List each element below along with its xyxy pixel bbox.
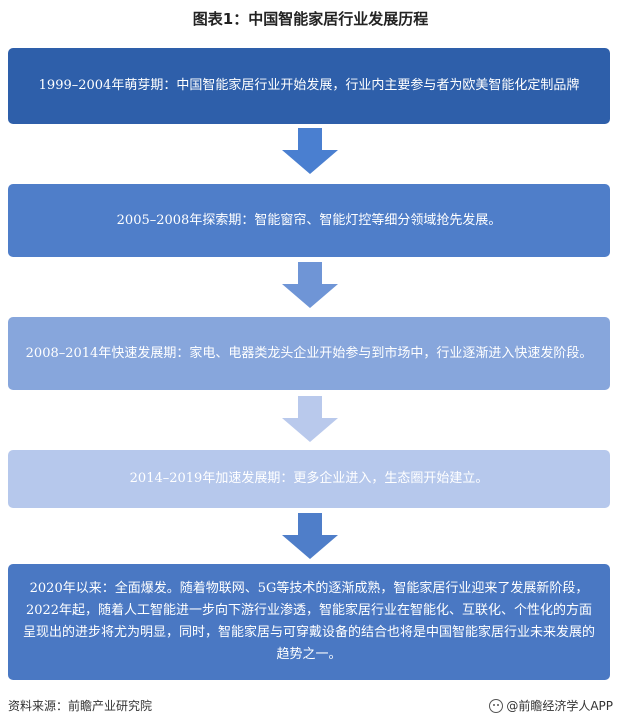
stage-box-embryonic: 1999–2004年萌芽期：中国智能家居行业开始发展，行业内主要参与者为欧美智能… [8, 48, 610, 124]
down-arrow-icon [282, 262, 338, 308]
arrow-shape [282, 513, 338, 559]
stage-box-acceleration: 2014–2019年加速发展期：更多企业进入，生态圈开始建立。 [8, 450, 610, 508]
stage-text: 2005–2008年探索期：智能窗帘、智能灯控等细分领域抢先发展。 [116, 212, 502, 228]
brand-text: @前瞻经济学人APP [506, 699, 613, 713]
arrow-shape [282, 128, 338, 174]
figure-title: 图表1：中国智能家居行业发展历程 [192, 10, 429, 28]
stage-box-rapid-growth: 2008–2014年快速发展期：家电、电器类龙头企业开始参与到市场中，行业逐渐进… [8, 317, 610, 390]
arrow-shape [282, 262, 338, 308]
down-arrow-icon [282, 128, 338, 174]
down-arrow-icon [282, 513, 338, 559]
stage-box-exploration: 2005–2008年探索期：智能窗帘、智能灯控等细分领域抢先发展。 [8, 184, 610, 257]
stage-text: 2008–2014年快速发展期：家电、电器类龙头企业开始参与到市场中，行业逐渐进… [25, 345, 593, 361]
stage-text: 2014–2019年加速发展期：更多企业进入，生态圈开始建立。 [129, 471, 489, 486]
stage-box-explosion: 2020年以来：全面爆发。随着物联网、5G等技术的逐渐成熟，智能家居行业迎来了发… [8, 564, 610, 680]
brand-credit: @前瞻经济学人APP [489, 697, 613, 714]
down-arrow-icon [282, 396, 338, 442]
wechat-logo-icon [489, 698, 504, 713]
stage-text: 2020年以来：全面爆发。随着物联网、5G等技术的逐渐成熟，智能家居行业迎来了发… [22, 581, 595, 662]
arrow-shape [282, 396, 338, 442]
source-note: 资料来源：前瞻产业研究院 [8, 699, 153, 713]
stage-text: 1999–2004年萌芽期：中国智能家居行业开始发展，行业内主要参与者为欧美智能… [38, 78, 580, 93]
